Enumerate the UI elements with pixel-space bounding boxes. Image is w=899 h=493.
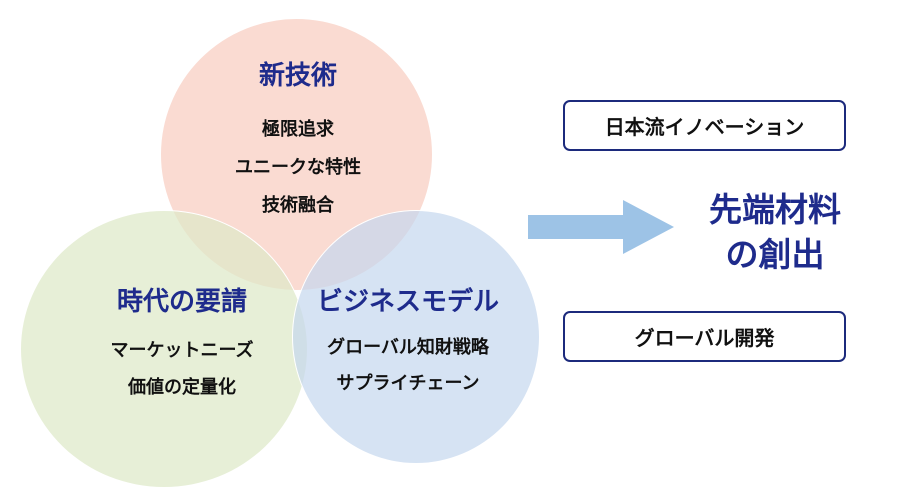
new-technology-title: 新技術	[258, 61, 338, 91]
result-line-2: の創出	[725, 235, 825, 274]
new-technology-line-1: 極限追求	[262, 119, 334, 140]
era-demand-line-1: マーケットニーズ	[110, 340, 254, 361]
new-technology-line-2: ユニークな特性	[235, 157, 361, 178]
era-demand-line-2: 価値の定量化	[128, 377, 236, 398]
right-arrow-icon	[528, 200, 674, 254]
japanese-innovation-box: 日本流イノベーション	[563, 100, 846, 151]
business-model-line-2: サプライチェーン	[336, 373, 480, 394]
new-technology-line-3: 技術融合	[262, 195, 334, 216]
business-model-circle	[292, 210, 540, 464]
business-model-line-1: グローバル知財戦略	[327, 337, 489, 358]
era-demand-circle	[20, 210, 308, 488]
result-line-1: 先端材料	[709, 190, 841, 229]
era-demand-title: 時代の要請	[116, 287, 248, 317]
global-development-box: グローバル開発	[563, 311, 846, 362]
business-model-title: ビジネスモデル	[316, 287, 500, 317]
